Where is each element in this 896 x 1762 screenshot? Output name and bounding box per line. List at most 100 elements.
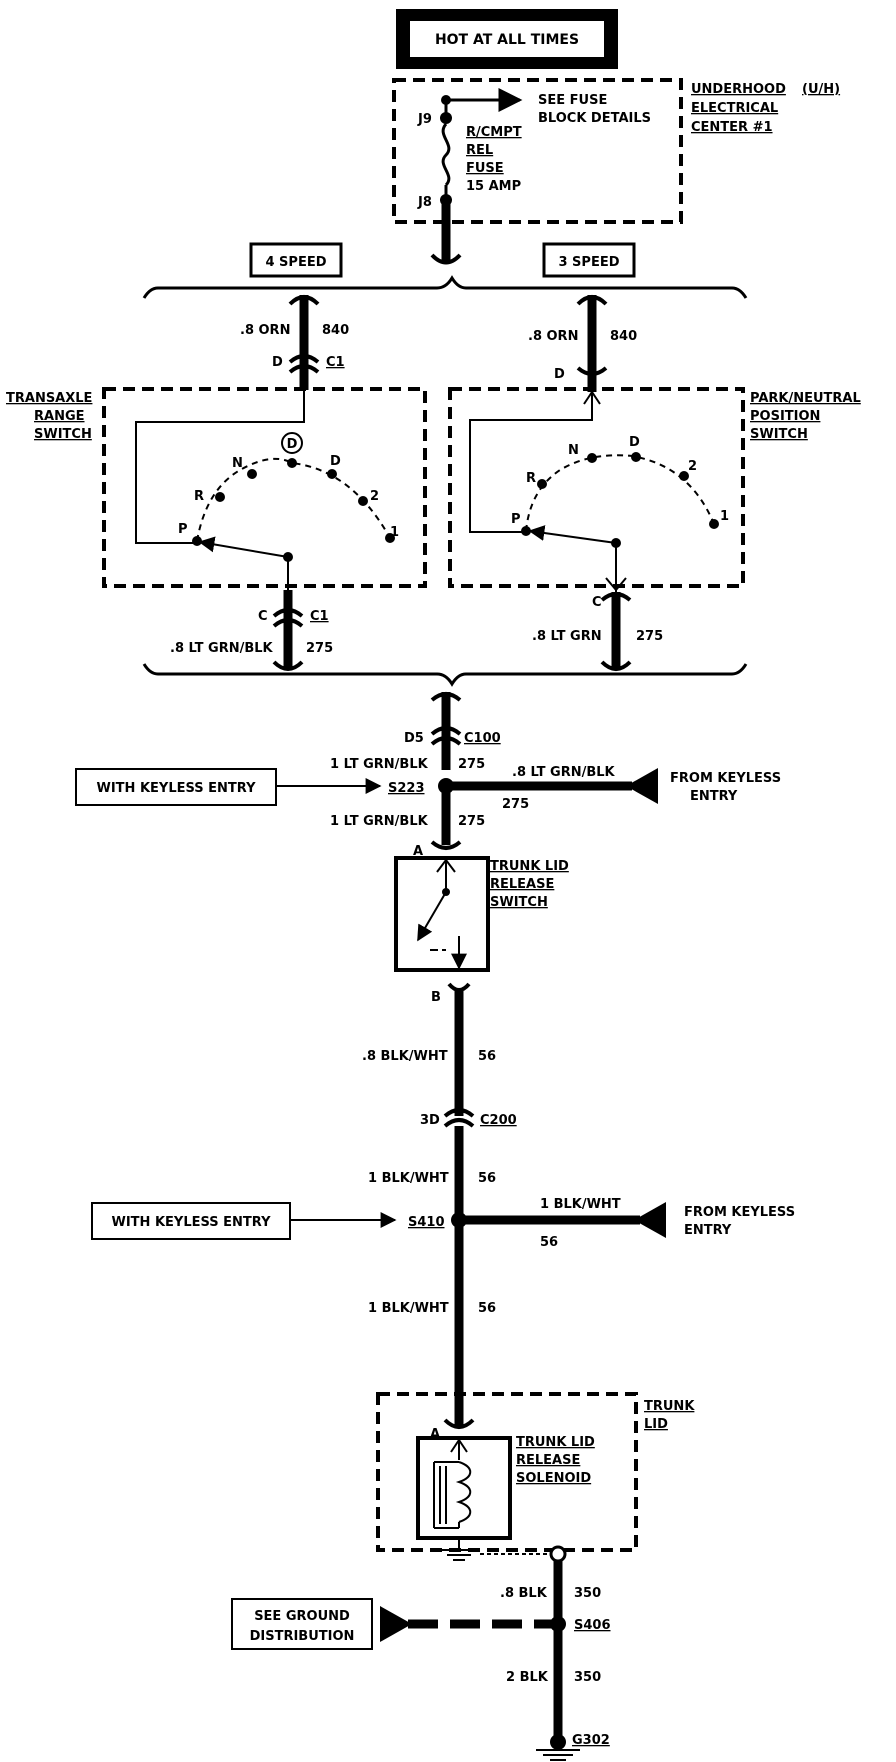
s406-name: S406 — [574, 1618, 611, 1633]
ground-circuit-bot: 350 — [574, 1670, 601, 1685]
pos-p-right: P — [511, 512, 521, 527]
fuse-box-label-line2: ELECTRICAL — [691, 101, 778, 116]
fuse-box-label-line1: UNDERHOOD — [691, 82, 786, 97]
right-branch-bottom-wiring: C .8 LT GRN 275 — [532, 592, 663, 671]
c100-connector: D5 C100 — [404, 692, 501, 770]
hot-at-all-times-label: HOT AT ALL TIMES — [435, 32, 579, 48]
solenoid-label-line2: RELEASE — [516, 1453, 580, 1468]
option-4-speed: 4 SPEED — [249, 242, 343, 278]
left-circuit-top: 840 — [322, 323, 349, 338]
fuse-box-label-line3: CENTER #1 — [691, 120, 773, 135]
left-conn-top: C1 — [326, 355, 345, 370]
option-bracket-bottom — [142, 663, 748, 687]
ground-wire-top: .8 BLK — [500, 1586, 548, 1601]
s410-splice: WITH KEYLESS ENTRY S410 1 BLK/WHT 56 FRO… — [91, 1197, 795, 1426]
s410-name: S410 — [408, 1215, 445, 1230]
transaxle-label-line3: SWITCH — [34, 427, 92, 442]
s223-wire-below: 1 LT GRN/BLK — [330, 814, 429, 829]
right-circuit-bot: 275 — [636, 629, 663, 644]
s410-from-keyless-arrow — [634, 1202, 666, 1238]
c100-pin: D5 — [404, 731, 424, 746]
right-branch-wiring: .8 ORN 840 D — [528, 295, 637, 392]
pos-r-right: R — [526, 471, 536, 486]
left-branch-bottom-wiring: C C1 .8 LT GRN/BLK 275 — [170, 590, 333, 671]
fuse-name-line2: REL — [466, 143, 493, 158]
pos-d-right: D — [629, 435, 640, 450]
solenoid-pin-a: A — [430, 1427, 440, 1442]
s223-from-keyless-arrow — [626, 768, 658, 804]
s410-circuit-below: 56 — [478, 1301, 496, 1316]
hot-at-all-times-box: HOT AT ALL TIMES — [396, 9, 618, 69]
left-wire-bot: .8 LT GRN/BLK — [170, 641, 274, 656]
trunk-lid-label-line2: LID — [644, 1417, 668, 1432]
see-ground-box — [231, 1598, 373, 1650]
c200-pin: 3D — [420, 1113, 440, 1128]
trunk-switch-label-line3: SWITCH — [490, 895, 548, 910]
right-pin-top: D — [554, 367, 565, 382]
ground-wire-bot: 2 BLK — [506, 1670, 549, 1685]
left-conn-top-pin: D — [272, 355, 283, 370]
s223-name: S223 — [388, 781, 425, 796]
trunk-lid-label-line1: TRUNK — [644, 1399, 695, 1414]
ground-circuit-top: 350 — [574, 1586, 601, 1601]
trunk-lid-release-switch: A TRUNK LID RELEASE SWITCH B — [394, 844, 569, 1005]
s410-from-line1: FROM KEYLESS — [684, 1205, 795, 1220]
wire-56-upper-circuit: 56 — [478, 1049, 496, 1064]
pos-n-right: N — [568, 443, 579, 458]
s410-wire-below: 1 BLK/WHT — [368, 1301, 449, 1316]
underhood-electrical-center: UNDERHOOD (U/H) ELECTRICAL CENTER #1 SEE… — [392, 78, 840, 224]
fuse-symbol — [441, 122, 451, 187]
fuse-rating: 15 AMP — [466, 179, 521, 194]
right-wire-bot: .8 LT GRN — [532, 629, 602, 644]
see-fuse-line1: SEE FUSE — [538, 93, 607, 108]
solenoid-label-line1: TRUNK LID — [516, 1435, 595, 1450]
pos-d-selected-left: D — [287, 437, 298, 452]
fuse-box-label-uh: (U/H) — [802, 82, 840, 97]
s223-branch-circuit: 275 — [502, 797, 529, 812]
left-branch-wiring: .8 ORN 840 D C1 — [240, 295, 349, 390]
pos-r-left: R — [194, 489, 204, 504]
right-circuit-top: 840 — [610, 329, 637, 344]
s410-keyless-box — [91, 1202, 291, 1240]
pnp-label-line2: POSITION — [750, 409, 820, 424]
trunk-lid-area: TRUNK LID — [376, 1392, 695, 1552]
s223-branch-wire: .8 LT GRN/BLK — [512, 765, 616, 780]
pos-2-left: 2 — [370, 489, 379, 504]
pnp-label-line3: SWITCH — [750, 427, 808, 442]
option-bracket-top — [142, 275, 748, 299]
s223-circuit-below: 275 — [458, 814, 485, 829]
left-circuit-bot: 275 — [306, 641, 333, 656]
s410-branch-wire: 1 BLK/WHT — [540, 1197, 621, 1212]
s223-splice: 1 LT GRN/BLK 275 WITH KEYLESS ENTRY S223… — [75, 757, 781, 850]
pos-2-right: 2 — [688, 459, 697, 474]
j8-label: J8 — [417, 195, 432, 210]
trunk-lid-release-solenoid: A TRUNK LID RELEASE SOLENOID — [416, 1418, 595, 1540]
s223-wire-above: 1 LT GRN/BLK — [330, 757, 429, 772]
transaxle-label-line1: TRANSAXLE — [6, 391, 92, 406]
s410-keyless-label: WITH KEYLESS ENTRY — [112, 1215, 272, 1230]
left-conn-bot-pin: C — [258, 609, 268, 624]
transaxle-range-switch: TRANSAXLE RANGE SWITCH P R N D D 2 1 — [6, 387, 427, 590]
pos-1-right: 1 — [720, 509, 729, 524]
s410-from-line2: ENTRY — [684, 1223, 732, 1238]
trunk-switch-pin-a: A — [413, 844, 423, 859]
pos-d-left: D — [330, 454, 341, 469]
trunk-switch-pin-b: B — [431, 990, 441, 1005]
c100-name: C100 — [464, 731, 501, 746]
left-wire-top: .8 ORN — [240, 323, 290, 338]
see-ground-line2: DISTRIBUTION — [250, 1629, 355, 1644]
option-3-speed-label: 3 SPEED — [558, 255, 619, 270]
s223-keyless-label: WITH KEYLESS ENTRY — [97, 781, 257, 796]
left-conn-bot: C1 — [310, 609, 329, 624]
s410-branch-circuit: 56 — [540, 1235, 558, 1250]
solenoid-coil — [455, 1461, 472, 1523]
s223-from-line2: ENTRY — [690, 789, 738, 804]
transaxle-label-line2: RANGE — [34, 409, 85, 424]
wire-56-upper-label: .8 BLK/WHT — [362, 1049, 448, 1064]
j9-terminal — [440, 112, 452, 124]
pnp-label-line1: PARK/NEUTRAL — [750, 391, 861, 406]
g302-name: G302 — [572, 1733, 610, 1748]
s410-wire-above: 1 BLK/WHT — [368, 1171, 449, 1186]
s223-circuit-above: 275 — [458, 757, 485, 772]
